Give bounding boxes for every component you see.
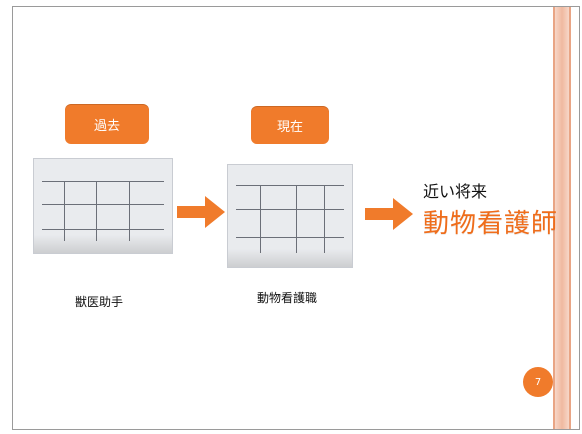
future-title-text: 動物看護師: [423, 209, 559, 239]
left-document-photo: [33, 158, 173, 254]
left-badge-label: 過去: [93, 118, 120, 134]
page-number-badge: 7: [523, 367, 553, 397]
left-caption: 獣医助手: [75, 293, 123, 310]
middle-document-photo: [227, 164, 353, 268]
slide-right-rail: [553, 7, 571, 429]
middle-caption: 動物看護職: [257, 289, 317, 306]
future-title: 動物看護師: [423, 203, 558, 240]
left-caption-text: 獣医助手: [75, 295, 124, 309]
middle-badge: 現在: [251, 106, 329, 144]
future-prefix-text: 近い将来: [423, 182, 488, 201]
future-prefix: 近い将来: [423, 178, 487, 202]
left-badge: 過去: [65, 104, 149, 144]
right-arrow-icon: [177, 196, 225, 228]
middle-caption-text: 動物看護職: [257, 291, 318, 305]
right-arrow-icon: [365, 198, 413, 230]
slide: 過去 現在 近い将来 動物看護師 獣医助手: [12, 6, 580, 430]
page-number-text: 7: [534, 376, 542, 388]
middle-badge-label: 現在: [276, 119, 303, 135]
